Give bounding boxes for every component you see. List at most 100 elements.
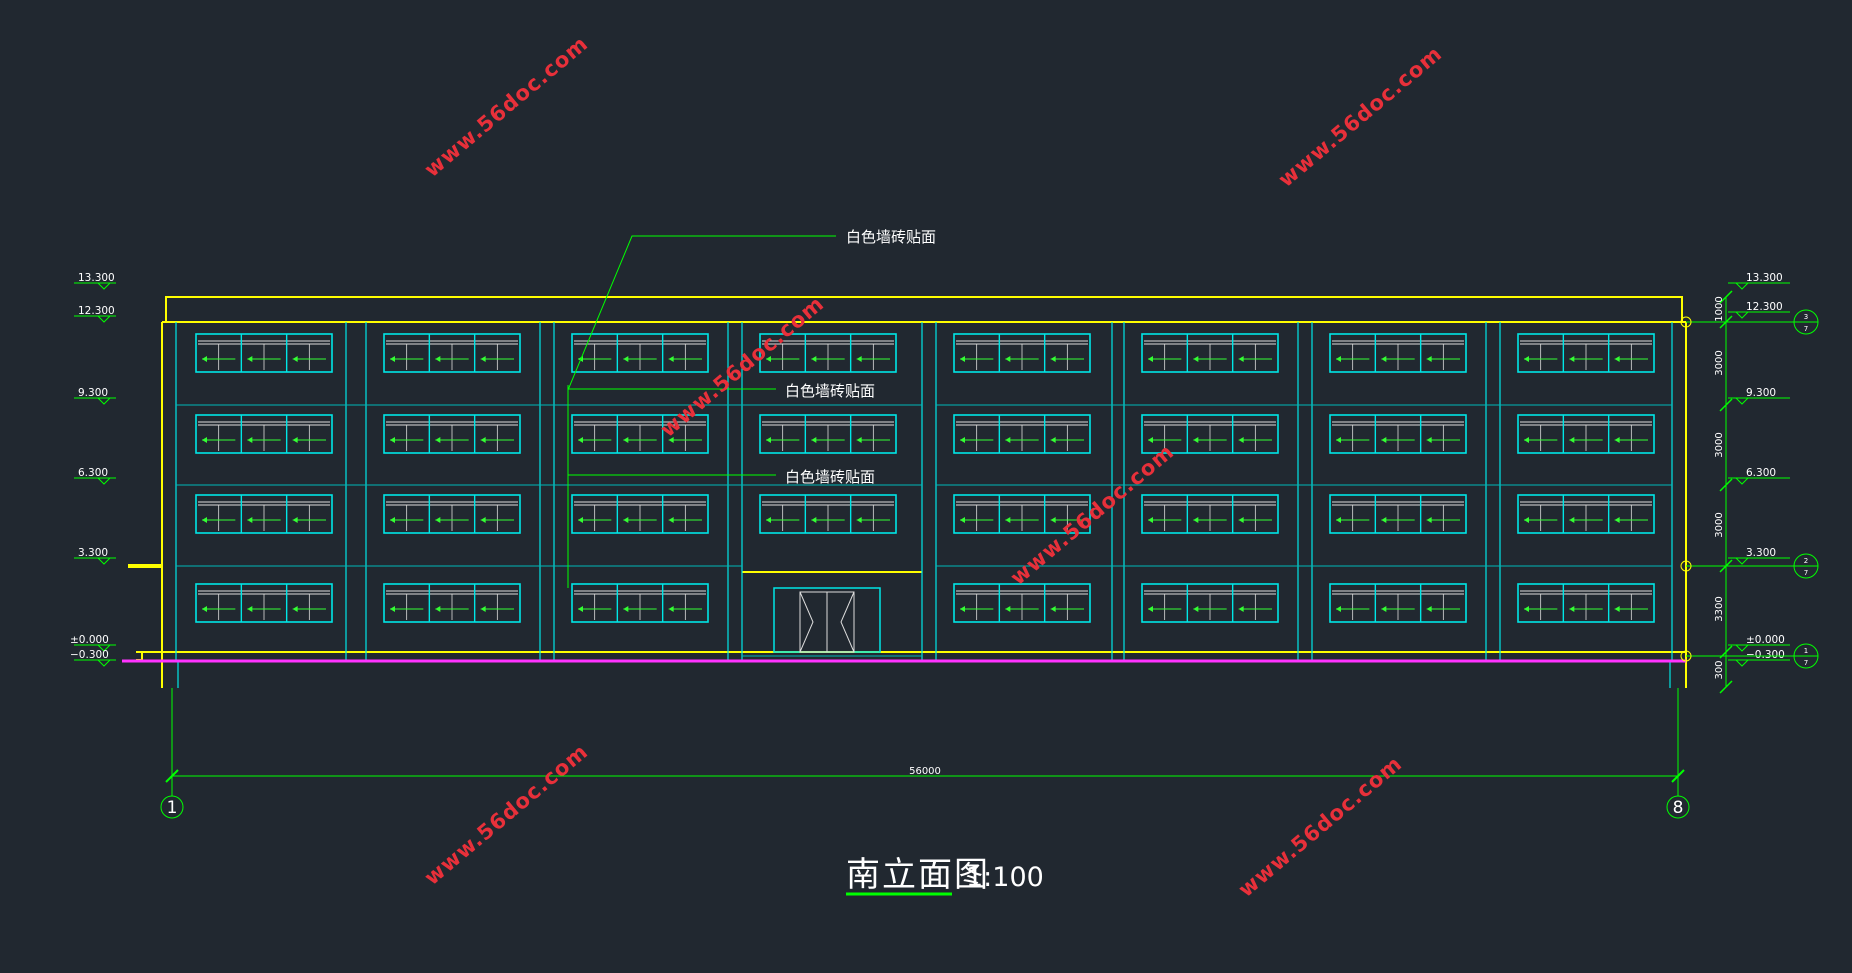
sliding-arrow-head — [292, 437, 298, 443]
sliding-arrow-head — [435, 356, 441, 362]
level-mark: 9.300 — [74, 387, 116, 405]
dim-tick — [1719, 290, 1733, 304]
sliding-arrow-head — [1148, 356, 1153, 362]
window-frame — [1329, 414, 1467, 454]
vertical-dimension-value: 3000 — [1714, 432, 1725, 457]
window-frame — [195, 583, 333, 623]
level-value: −0.300 — [1746, 649, 1785, 661]
window — [1517, 333, 1655, 373]
section-ref: 37 — [1680, 309, 1819, 335]
section-ref-number: 1 — [1804, 647, 1808, 655]
window-frame — [1141, 414, 1279, 454]
sliding-arrow-head — [1336, 356, 1341, 362]
material-leaders — [567, 235, 836, 588]
level-value: 9.300 — [1746, 387, 1776, 399]
level-mark: 13.300 — [74, 272, 116, 290]
sliding-arrow-head — [1381, 606, 1387, 612]
level-triangle — [1735, 311, 1749, 319]
sliding-arrow-head — [247, 437, 253, 443]
level-value: 13.300 — [1746, 272, 1783, 284]
window — [383, 494, 521, 534]
sliding-arrow-head — [247, 517, 253, 523]
sliding-arrow-head — [480, 356, 486, 362]
sliding-arrow-head — [1238, 437, 1244, 443]
window-frame — [383, 494, 521, 534]
level-mark: 13.300 — [1728, 272, 1790, 290]
sliding-arrow-head — [811, 437, 817, 443]
sliding-arrow-head — [1614, 437, 1620, 443]
window-frame — [1329, 583, 1467, 623]
level-value: 9.300 — [78, 387, 108, 399]
sliding-arrow-head — [766, 517, 771, 523]
dim-tick — [1719, 398, 1733, 412]
sliding-arrow-head — [856, 356, 862, 362]
sliding-arrow-head — [1005, 437, 1011, 443]
level-triangle — [1735, 397, 1749, 405]
section-ref: 17 — [1680, 643, 1819, 669]
section-ref-point — [1680, 650, 1692, 662]
window — [1517, 494, 1655, 534]
sliding-arrow-head — [668, 606, 674, 612]
drawing-title: 南立面图 — [846, 855, 990, 895]
window — [1517, 583, 1655, 623]
sliding-arrow-head — [1336, 437, 1341, 443]
section-ref-number: 2 — [1804, 557, 1808, 565]
sliding-arrow-head — [623, 606, 629, 612]
sliding-arrow-head — [202, 437, 207, 443]
level-triangle — [1735, 282, 1749, 290]
sliding-arrow-head — [811, 356, 817, 362]
sliding-arrow-head — [292, 356, 298, 362]
level-triangle — [97, 644, 111, 652]
level-mark: 6.300 — [1728, 467, 1790, 485]
level-triangle — [97, 315, 111, 323]
watermark-5: www.56doc.com — [420, 739, 593, 890]
sliding-arrow-head — [1524, 517, 1529, 523]
window — [571, 583, 709, 623]
section-ref-sheet: 7 — [1804, 569, 1808, 577]
level-triangle — [97, 397, 111, 405]
sliding-arrow-head — [1050, 517, 1056, 523]
axis-label-1: 1 — [167, 798, 178, 818]
vertical-dimension-chain — [1719, 290, 1733, 694]
sliding-arrow-head — [856, 517, 862, 523]
sliding-arrow-head — [623, 356, 629, 362]
level-value: ±0.000 — [1746, 634, 1785, 646]
facade-pilasters — [175, 322, 1673, 688]
window-frame — [759, 494, 897, 534]
window-frame — [1141, 494, 1279, 534]
dim-tick — [1719, 478, 1733, 492]
sliding-arrow-head — [960, 606, 965, 612]
sliding-arrow-head — [1426, 437, 1432, 443]
sliding-arrow-head — [435, 517, 441, 523]
sliding-arrow-head — [1238, 606, 1244, 612]
window-frame — [1517, 333, 1655, 373]
window-frame — [1141, 333, 1279, 373]
window-frame — [195, 414, 333, 454]
level-value: 13.300 — [78, 272, 115, 284]
vertical-dimension-value: 300 — [1714, 660, 1725, 679]
sliding-arrow-head — [1569, 437, 1575, 443]
window-frame — [1329, 494, 1467, 534]
sliding-arrow-head — [1148, 437, 1153, 443]
section-ref-number: 3 — [1804, 313, 1808, 321]
window-frame — [383, 333, 521, 373]
watermark-2: www.56doc.com — [1274, 41, 1447, 192]
window — [1517, 414, 1655, 454]
sliding-arrow-head — [435, 437, 441, 443]
sliding-arrow-head — [390, 606, 395, 612]
window-frame — [953, 583, 1091, 623]
window-frame — [383, 583, 521, 623]
section-ref-sheet: 7 — [1804, 325, 1808, 333]
overall-dimension: 56000 — [909, 766, 941, 777]
level-triangle — [97, 659, 111, 667]
window — [759, 414, 897, 454]
level-value: 6.300 — [1746, 467, 1776, 479]
sliding-arrow-head — [1050, 356, 1056, 362]
dim-tick-left — [165, 769, 179, 783]
sliding-arrow-head — [1524, 606, 1529, 612]
sliding-arrow-head — [811, 517, 817, 523]
watermark-4: www.56doc.com — [1006, 439, 1179, 590]
